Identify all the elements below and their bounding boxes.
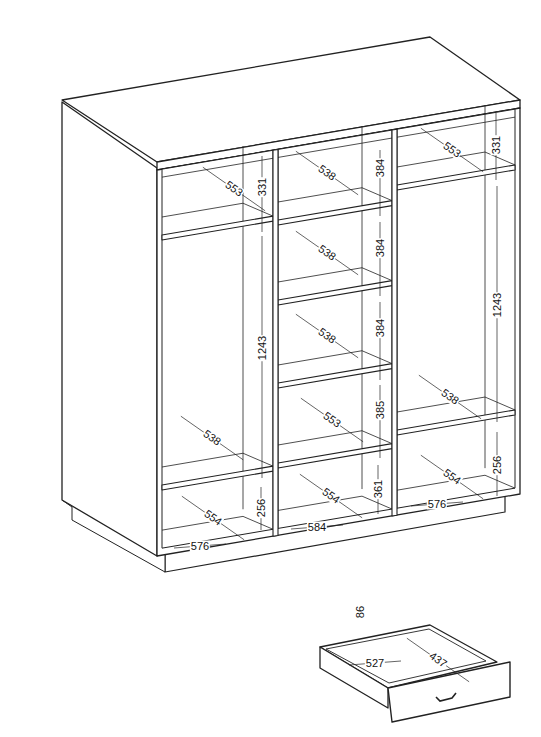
dimension-label: 86 <box>355 605 366 619</box>
drawer-front <box>388 662 510 722</box>
shelf <box>278 201 392 225</box>
dimension-label: 256 <box>256 498 267 518</box>
dimension-label: 385 <box>375 400 386 420</box>
back-corner-line <box>485 105 486 468</box>
shelf-back-edge <box>278 431 392 445</box>
dimension-label: 1243 <box>257 335 268 361</box>
compartment-opening <box>162 150 273 548</box>
dimension-label: 1243 <box>492 292 503 318</box>
shelf <box>278 444 392 468</box>
compartment-opening <box>397 109 515 508</box>
dimension-label: 256 <box>492 455 503 475</box>
dimension-line <box>421 128 483 172</box>
top-underside-line <box>278 138 392 157</box>
dimension-label: 331 <box>257 177 268 197</box>
back-corner-line <box>243 146 244 509</box>
dimension-label: 384 <box>375 318 386 338</box>
compartment-opening <box>278 130 392 528</box>
drawer-handle <box>436 693 456 701</box>
dimension-line <box>296 151 358 195</box>
dimension-line <box>407 638 469 682</box>
shelf-back-edge <box>278 268 392 282</box>
back-corner-line <box>362 126 363 489</box>
dimension-line <box>380 302 381 380</box>
dimension-line <box>182 496 244 540</box>
shelf <box>278 364 392 388</box>
dimension-line <box>300 474 362 518</box>
dimension-label: 384 <box>375 238 386 258</box>
shelf <box>162 466 273 490</box>
dimension-label: 527 <box>365 658 385 669</box>
dimension-line <box>421 455 483 499</box>
dimension-line <box>296 231 358 275</box>
dimension-line <box>419 375 481 419</box>
dimension-line <box>380 222 381 296</box>
dimension-line <box>296 314 358 358</box>
dimension-line <box>380 385 381 458</box>
dimension-label: 584 <box>307 522 327 533</box>
shelf <box>278 281 392 305</box>
divider-panel <box>273 149 278 536</box>
side-panel <box>62 102 157 556</box>
top-underside-line <box>162 158 273 177</box>
shelf-back-edge <box>162 453 273 467</box>
shelf-back-edge <box>278 188 392 202</box>
dimension-label: 576 <box>427 499 447 510</box>
shelf-back-edge <box>162 203 273 217</box>
dimension-label: 384 <box>375 158 386 178</box>
dimension-label: 331 <box>491 135 502 155</box>
dimension-label: 361 <box>373 479 384 499</box>
dimension-line <box>301 398 363 442</box>
dimension-label: 576 <box>190 541 210 552</box>
drawer-side <box>320 647 388 708</box>
dimension-line <box>181 416 243 460</box>
shelf <box>162 216 273 240</box>
divider-panel <box>392 129 397 516</box>
shelf-back-edge <box>278 351 392 365</box>
front-frame <box>157 108 520 556</box>
